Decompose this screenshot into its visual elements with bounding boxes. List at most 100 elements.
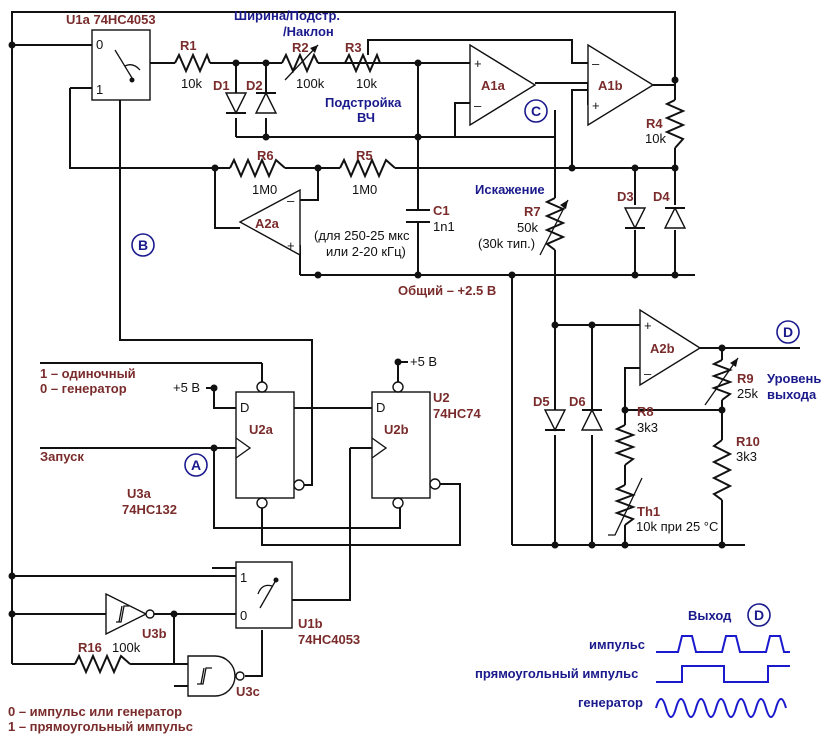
junction-dots xyxy=(8,41,726,618)
u3a-label: U3a xyxy=(127,486,152,501)
marker-c: C xyxy=(524,99,548,123)
r7-value: 50k xyxy=(517,220,538,235)
mode0-label: 0 – импульс или генератор xyxy=(8,704,182,719)
r8-resistor xyxy=(614,424,636,466)
svg-text:0: 0 xyxy=(96,37,103,52)
u1b-label: U1b xyxy=(298,616,323,631)
r6-label: R6 xyxy=(257,148,274,163)
r7-label: R7 xyxy=(524,204,541,219)
r3-potentiometer xyxy=(318,52,381,74)
d2-label: D2 xyxy=(246,78,263,93)
d3-label: D3 xyxy=(617,189,634,204)
d1-diode xyxy=(224,92,248,115)
plus5-label-a: +5 В xyxy=(173,380,200,395)
mode1-label: 1 – прямоугольный импульс xyxy=(8,719,193,734)
svg-text:C: C xyxy=(531,103,541,119)
range-note-2: или 2-20 кГц) xyxy=(326,244,406,259)
svg-text:–: – xyxy=(287,193,295,208)
svg-text:+: + xyxy=(592,98,600,113)
svg-text:+: + xyxy=(287,238,295,253)
r10-label: R10 xyxy=(736,434,760,449)
svg-text:1: 1 xyxy=(96,82,103,97)
a1b-label: A1b xyxy=(598,78,623,93)
u1a-label: U1a 74HC4053 xyxy=(66,12,156,27)
wave-square-label: прямоугольный импульс xyxy=(475,666,638,681)
r16-resistor xyxy=(74,653,131,675)
r4-resistor xyxy=(664,99,686,149)
range-note-1: (для 250-25 мкс xyxy=(314,228,410,243)
wave-generator-label: генератор xyxy=(578,695,643,710)
d5-label: D5 xyxy=(533,394,550,409)
r6-resistor xyxy=(229,157,286,179)
u3c-label: U3c xyxy=(236,684,260,699)
pulse-waveform xyxy=(656,635,790,653)
r2-value: 100k xyxy=(296,76,325,91)
d5-diode xyxy=(543,409,567,432)
u1b-switch: 1 0 xyxy=(235,561,293,629)
output-level-label-2: выхода xyxy=(767,387,817,402)
d6-diode xyxy=(580,408,604,431)
u3b-label: U3b xyxy=(142,626,167,641)
r16-value: 100k xyxy=(112,640,141,655)
a2b-label: A2b xyxy=(650,341,675,356)
a1b-opamp: – + xyxy=(587,43,675,127)
u2-chip: 74HC74 xyxy=(433,406,481,421)
slope-label: /Наклон xyxy=(283,24,334,39)
c1-value: 1n1 xyxy=(433,219,455,234)
r8-value: 3k3 xyxy=(637,420,658,435)
u2-label: U2 xyxy=(433,390,450,405)
r9-label: R9 xyxy=(737,371,754,386)
wave-pulse-label: импульс xyxy=(589,637,645,652)
square-waveform xyxy=(656,665,790,683)
d6-label: D6 xyxy=(569,394,586,409)
r10-value: 3k3 xyxy=(736,449,757,464)
a2a-label: A2a xyxy=(255,216,280,231)
svg-text:B: B xyxy=(138,237,148,253)
single-mode-label: 1 – одиночный xyxy=(40,366,136,381)
generator-mode-label: 0 – генератор xyxy=(40,381,127,396)
u3a-chip: 74HC132 xyxy=(122,502,177,517)
svg-text:–: – xyxy=(474,98,482,113)
svg-text:A: A xyxy=(191,457,201,473)
svg-text:–: – xyxy=(592,56,600,71)
hf-adjust-label: Подстройка xyxy=(325,95,402,110)
svg-text:+: + xyxy=(644,318,652,333)
r8-label: R8 xyxy=(637,404,654,419)
svg-text:1: 1 xyxy=(240,570,247,585)
u3b-inverter xyxy=(105,592,155,636)
distortion-label: Искажение xyxy=(475,182,545,197)
r2-label: R2 xyxy=(292,40,309,55)
r10-resistor xyxy=(711,439,733,501)
a2a-opamp: – + xyxy=(238,188,301,257)
r16-label: R16 xyxy=(78,640,102,655)
r4-label: R4 xyxy=(646,116,663,131)
r1-resistor xyxy=(174,52,211,74)
hf-label: ВЧ xyxy=(357,110,375,125)
r3-label: R3 xyxy=(345,40,362,55)
r3-value: 10k xyxy=(356,76,377,91)
svg-text:D: D xyxy=(783,324,793,340)
a1a-label: A1a xyxy=(481,78,506,93)
u2b-label: U2b xyxy=(384,422,409,437)
a1a-opamp: + – xyxy=(469,43,537,127)
svg-text:–: – xyxy=(644,366,652,381)
width-adjust-label: Ширина/Подстр. xyxy=(234,8,340,23)
th1-thermistor xyxy=(608,477,643,536)
r7-typical: (30k тип.) xyxy=(478,236,535,251)
svg-text:+: + xyxy=(474,56,482,71)
r2-potentiometer xyxy=(281,44,319,81)
u3c-nand-gate xyxy=(187,655,245,697)
r1-label: R1 xyxy=(180,38,197,53)
r9-potentiometer xyxy=(704,357,739,406)
r5-resistor xyxy=(339,157,396,179)
common-label: Общий – +2.5 В xyxy=(398,283,496,298)
a2b-opamp: + – xyxy=(639,308,702,387)
r6-value: 1M0 xyxy=(252,182,277,197)
r9-value: 25k xyxy=(737,386,758,401)
svg-text:D: D xyxy=(240,400,249,415)
th1-label: Th1 xyxy=(637,504,660,519)
output-level-label-1: Уровень xyxy=(767,371,821,386)
r5-label: R5 xyxy=(356,148,373,163)
trigger-label: Запуск xyxy=(40,449,84,464)
marker-a: A xyxy=(184,453,208,477)
